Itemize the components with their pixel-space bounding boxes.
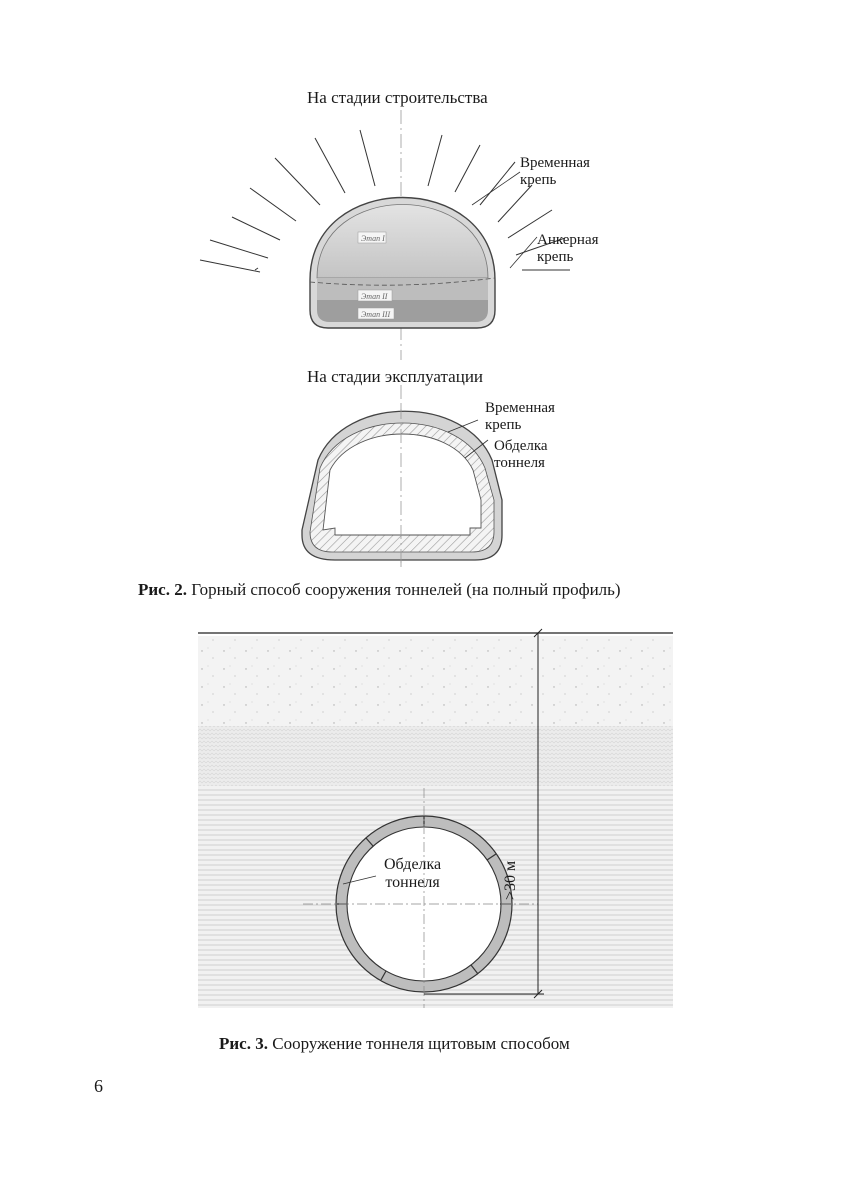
page-number: 6: [94, 1076, 103, 1096]
figure-2-drawing: Этап I Этап II Этап III: [199, 110, 570, 570]
leader-lining-fig3: [342, 875, 377, 885]
stage-boundary: [309, 277, 496, 286]
label-temporary-support-2: Временная крепь: [485, 400, 555, 433]
stage-operation-title: На стадии эксплуатации: [307, 367, 484, 386]
figure-3-drawing: >30 м: [198, 628, 673, 1008]
stage-3-zone: [317, 300, 488, 322]
soil-layer-clay: [198, 726, 673, 786]
soil-layer-sand: [198, 636, 673, 726]
stage-tag-2: Этап II: [361, 292, 388, 301]
leader-temp-support-1: [471, 171, 521, 206]
depth-dimension: [424, 628, 544, 999]
label-temporary-support-1: Временная крепь: [520, 155, 590, 188]
stage-tag-1: Этап I: [361, 234, 385, 243]
figure-3-caption: Рис. 3. Сооружение тоннеля щитовым спосо…: [219, 1034, 570, 1053]
anchor-rods: [199, 129, 570, 273]
stage-1-zone: [316, 204, 489, 279]
label-lining-fig2: Обделка тоннеля: [494, 438, 548, 471]
leader-anchor-support: [509, 236, 538, 269]
stage-construction-title: На стадии строительства: [307, 88, 488, 107]
figure-2-caption: Рис. 2. Горный способ сооружения тоннеле…: [138, 580, 621, 599]
tunnel-ring: [303, 788, 538, 1008]
operation-drawing: [301, 405, 503, 565]
depth-label: >30 м: [502, 861, 519, 900]
label-lining-fig3: Обделка тоннеля: [384, 856, 442, 891]
label-anchor-support: Анкерная крепь: [537, 232, 599, 265]
stage-tag-3: Этап III: [361, 310, 390, 319]
